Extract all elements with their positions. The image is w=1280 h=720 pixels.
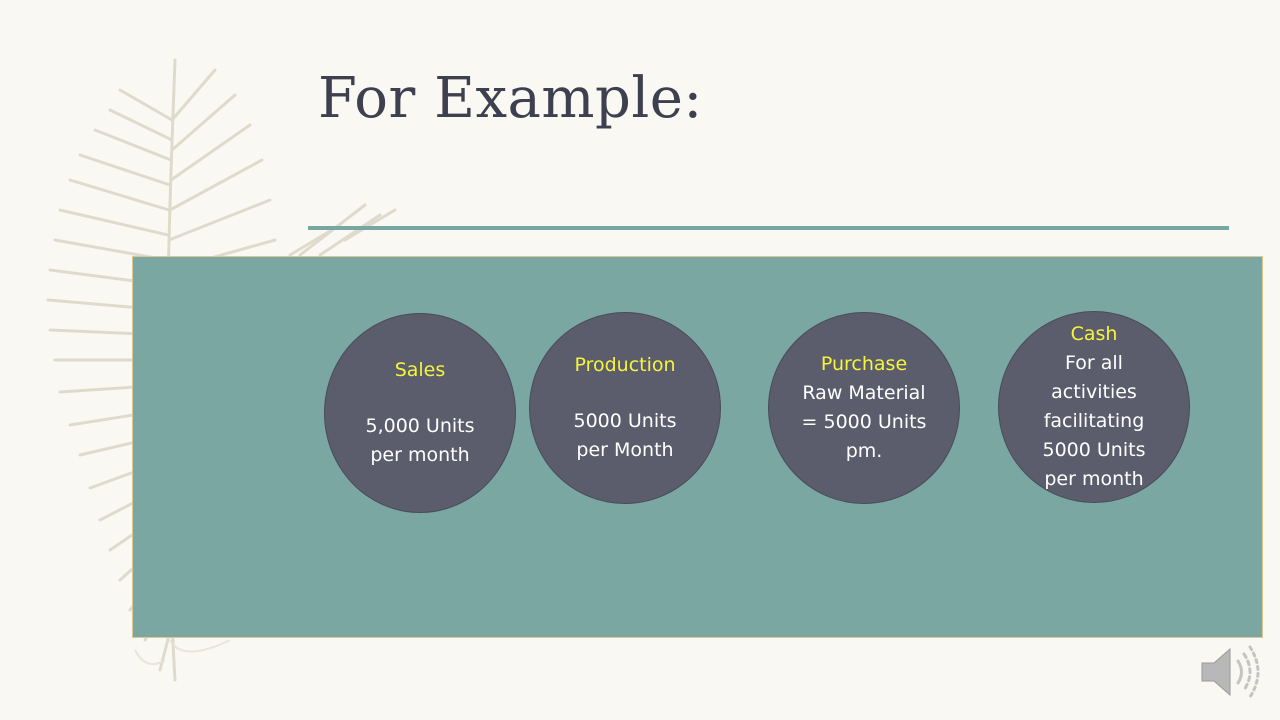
speaker-icon[interactable]: [1198, 641, 1264, 703]
cash-body: For all activities facilitating 5000 Uni…: [1042, 352, 1146, 490]
purchase-circle: Purchase Raw Material = 5000 Units pm.: [768, 312, 960, 504]
cash-circle: Cash For all activities facilitating 500…: [998, 311, 1190, 503]
sales-body: 5,000 Units per month: [365, 415, 475, 466]
production-heading: Production: [574, 354, 676, 376]
purchase-body: Raw Material = 5000 Units pm.: [801, 382, 927, 462]
title-divider: [308, 226, 1229, 230]
purchase-heading: Purchase: [820, 353, 908, 375]
sales-circle: Sales 5,000 Units per month: [324, 313, 516, 513]
production-body: 5000 Units per Month: [573, 410, 677, 461]
production-circle: Production 5000 Units per Month: [529, 312, 721, 504]
slide-title: For Example:: [318, 66, 703, 131]
sales-heading: Sales: [394, 359, 446, 381]
cash-heading: Cash: [1070, 323, 1118, 345]
